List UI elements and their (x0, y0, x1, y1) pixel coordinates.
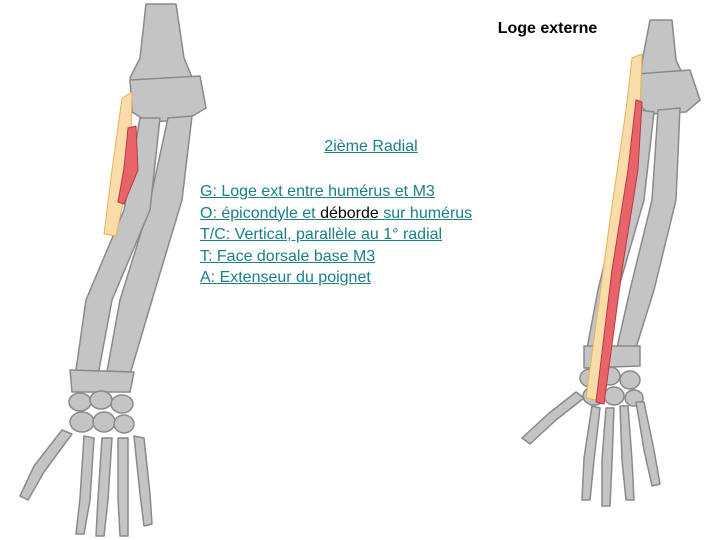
left-forearm (19, 3, 207, 537)
fact-action[interactable]: A: Extenseur du poignet (200, 269, 371, 286)
section-heading: Loge externe (497, 20, 598, 37)
muscle-facts: G: Loge ext entre humérus et M3 O: épico… (200, 181, 472, 289)
fact-trajectory[interactable]: T/C: Vertical, parallèle au 1° radial (200, 226, 443, 243)
right-elbow (635, 69, 701, 115)
fact-insertion-zone[interactable]: G: Loge ext entre humérus et M3 (200, 183, 435, 200)
left-fingers (19, 429, 153, 537)
left-carpals (68, 390, 135, 434)
left-tendon (103, 91, 133, 237)
left-elbow (129, 75, 207, 123)
right-muscle-2nd-radial (595, 99, 643, 405)
fact-terminal[interactable]: T: Face dorsale base M3 (200, 247, 376, 265)
left-distal-forearm (69, 369, 135, 393)
right-fingers (521, 391, 661, 507)
left-muscle-2nd-radial (117, 125, 139, 205)
fact-origin[interactable]: O: épicondyle et déborde sur humérus (200, 204, 473, 222)
muscle-title: 2ième Radial (324, 138, 418, 155)
